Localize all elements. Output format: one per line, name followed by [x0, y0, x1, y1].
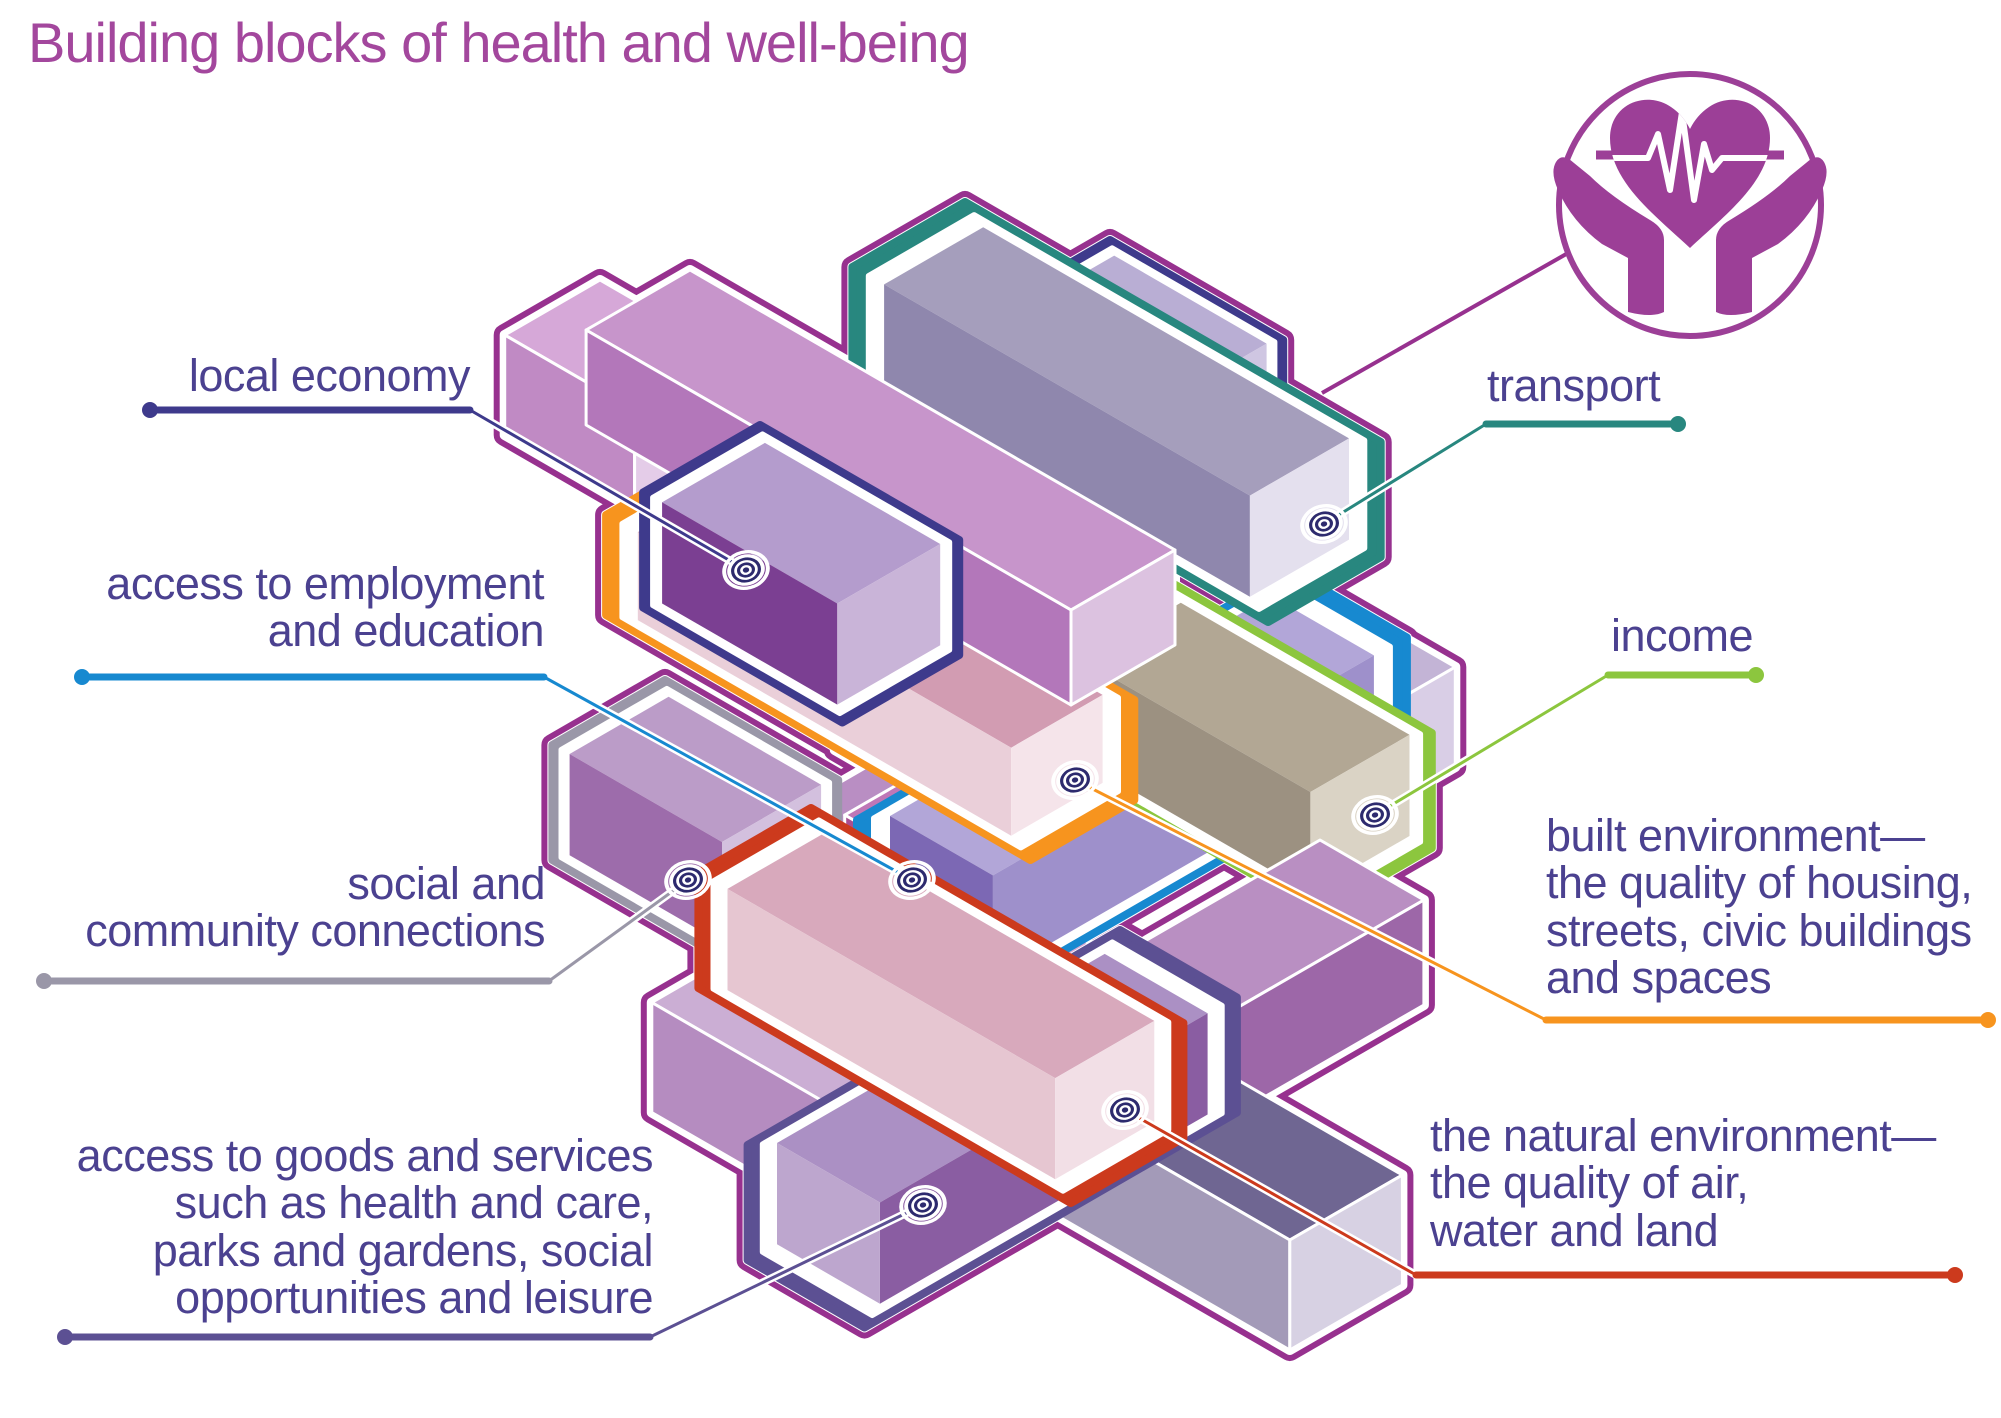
- page-title: Building blocks of health and well-being: [28, 11, 970, 74]
- label-social-connections: social and community connections: [85, 858, 545, 957]
- block-natural: [694, 804, 1188, 1207]
- block-local: [639, 421, 964, 727]
- leader-natural_environment: [1121, 1106, 1963, 1283]
- tower-blocks: [503, 198, 1457, 1352]
- spiral-icon-income: [1351, 795, 1399, 835]
- left-hand: [1553, 157, 1664, 315]
- spiral-icon-social: [664, 860, 712, 900]
- leader-employment: [74, 669, 916, 884]
- leader-local_economy: [142, 402, 750, 574]
- spiral-icon-local: [722, 550, 770, 590]
- spiral-icon-transport: [1300, 504, 1348, 544]
- spiral-icon-built: [1051, 760, 1099, 800]
- connector-lines: [36, 402, 1996, 1345]
- label-access-goods: access to goods and services such as hea…: [76, 1130, 654, 1323]
- spiral-icon-natural: [1101, 1090, 1149, 1130]
- right-hand: [1716, 157, 1827, 315]
- leader-income: [1371, 667, 1764, 819]
- leader-transport: [1320, 416, 1686, 528]
- block-transport: [848, 198, 1385, 626]
- target-spiral-icons: [664, 504, 1399, 1225]
- heart-hands-icon: [1321, 71, 1827, 395]
- label-built-environment: built environment— the quality of housin…: [1546, 810, 1973, 1003]
- label-access-employment: access to employment and education: [106, 558, 544, 657]
- leader-goods: [57, 1201, 927, 1345]
- leader-social: [36, 876, 692, 989]
- label-transport: transport: [1487, 360, 1661, 411]
- label-natural-environment: the natural environment— the quality of …: [1430, 1110, 1936, 1256]
- spiral-icon-goods: [899, 1185, 947, 1225]
- spiral-icon-employment: [888, 860, 936, 900]
- label-income: income: [1611, 610, 1754, 661]
- leader-built_environment: [1071, 776, 1996, 1028]
- label-local-economy: local economy: [188, 350, 471, 401]
